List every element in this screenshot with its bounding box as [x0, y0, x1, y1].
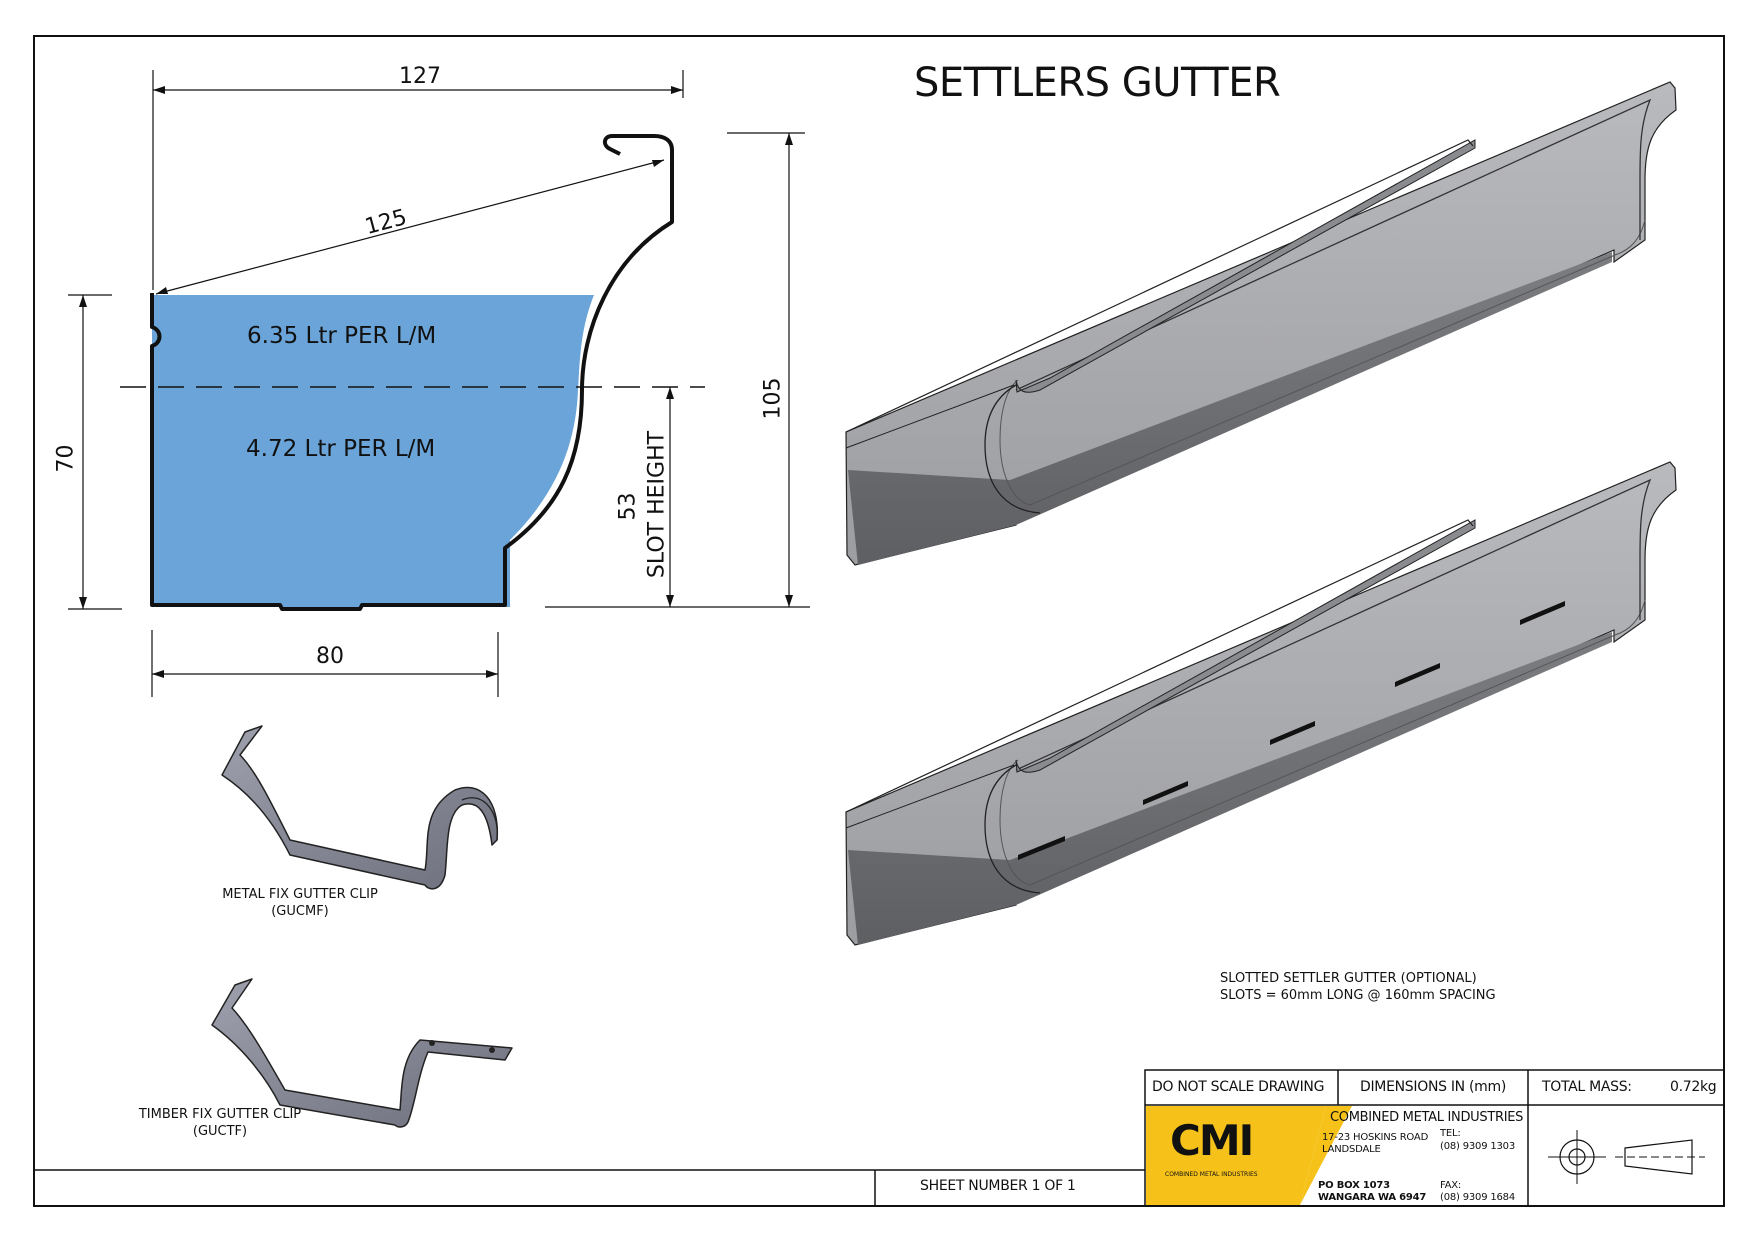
dim-top-width: 127	[399, 64, 441, 89]
company-name: COMBINED METAL INDUSTRIES	[1330, 1110, 1524, 1125]
slot	[1018, 836, 1065, 860]
dimensions-unit: DIMENSIONS IN (mm)	[1360, 1079, 1507, 1095]
company-logo: CMI	[1170, 1116, 1254, 1165]
dim-base-width: 80	[316, 644, 344, 669]
fax-number: (08) 9309 1684	[1440, 1192, 1515, 1203]
address-line-1: 17-23 HOSKINS ROAD	[1322, 1132, 1429, 1143]
dim-water-height: 70	[53, 444, 79, 473]
po-box: PO BOX 1073	[1318, 1180, 1390, 1191]
metal-clip-code: (GUCMF)	[271, 904, 329, 919]
water-area	[152, 295, 594, 607]
dim-slot-height-label: SLOT HEIGHT	[644, 430, 670, 579]
slotted-note: SLOTTED SETTLER GUTTER (OPTIONAL) SLOTS …	[1220, 970, 1520, 1004]
slot	[1270, 721, 1315, 745]
slotted-note-line2: SLOTS = 60mm LONG @ 160mm SPACING	[1220, 988, 1496, 1003]
third-angle-projection-symbol	[1548, 1130, 1705, 1184]
gutter-3d-plain	[845, 81, 1677, 566]
capacity-lower: 4.72 Ltr PER L/M	[246, 436, 436, 462]
slotted-note-line1: SLOTTED SETTLER GUTTER (OPTIONAL)	[1220, 971, 1477, 986]
total-mass-label: TOTAL MASS:	[1542, 1079, 1632, 1095]
logo-subtitle: COMBINED METAL INDUSTRIES	[1165, 1171, 1258, 1178]
sheet-border	[33, 35, 1725, 1207]
tel-label: TEL:	[1440, 1128, 1461, 1139]
slot	[1395, 663, 1440, 687]
metal-fix-clip-drawing	[221, 725, 498, 890]
slot	[1520, 601, 1565, 625]
metal-clip-name: METAL FIX GUTTER CLIP	[222, 887, 378, 902]
po-suburb: WANGARA WA 6947	[1318, 1192, 1427, 1203]
timber-clip-name: TIMBER FIX GUTTER CLIP	[138, 1107, 302, 1122]
timber-fix-clip-drawing	[211, 978, 513, 1128]
metal-clip-caption: METAL FIX GUTTER CLIP (GUCMF)	[190, 886, 410, 920]
gutter-profile	[150, 134, 674, 611]
sheet-number: SHEET NUMBER 1 OF 1	[920, 1178, 1076, 1194]
capacity-upper: 6.35 Ltr PER L/M	[247, 323, 437, 349]
page-title: SETTLERS GUTTER	[914, 60, 1281, 106]
no-scale-note: DO NOT SCALE DRAWING	[1152, 1079, 1325, 1095]
tel-number: (08) 9309 1303	[1440, 1141, 1515, 1152]
logo-panel	[1146, 1106, 1326, 1205]
address-line-2: LANDSDALE	[1322, 1144, 1381, 1155]
timber-clip-code: (GUCTF)	[192, 1124, 248, 1139]
total-mass-value: 0.72kg	[1670, 1079, 1717, 1095]
timber-clip-caption: TIMBER FIX GUTTER CLIP (GUCTF)	[110, 1106, 330, 1140]
dim-overall-height: 105	[760, 377, 786, 420]
dim-slot-height-value: 53	[615, 492, 641, 521]
fax-label: FAX:	[1440, 1180, 1462, 1191]
gutter-3d-slotted	[845, 461, 1677, 946]
slot	[1143, 781, 1188, 805]
